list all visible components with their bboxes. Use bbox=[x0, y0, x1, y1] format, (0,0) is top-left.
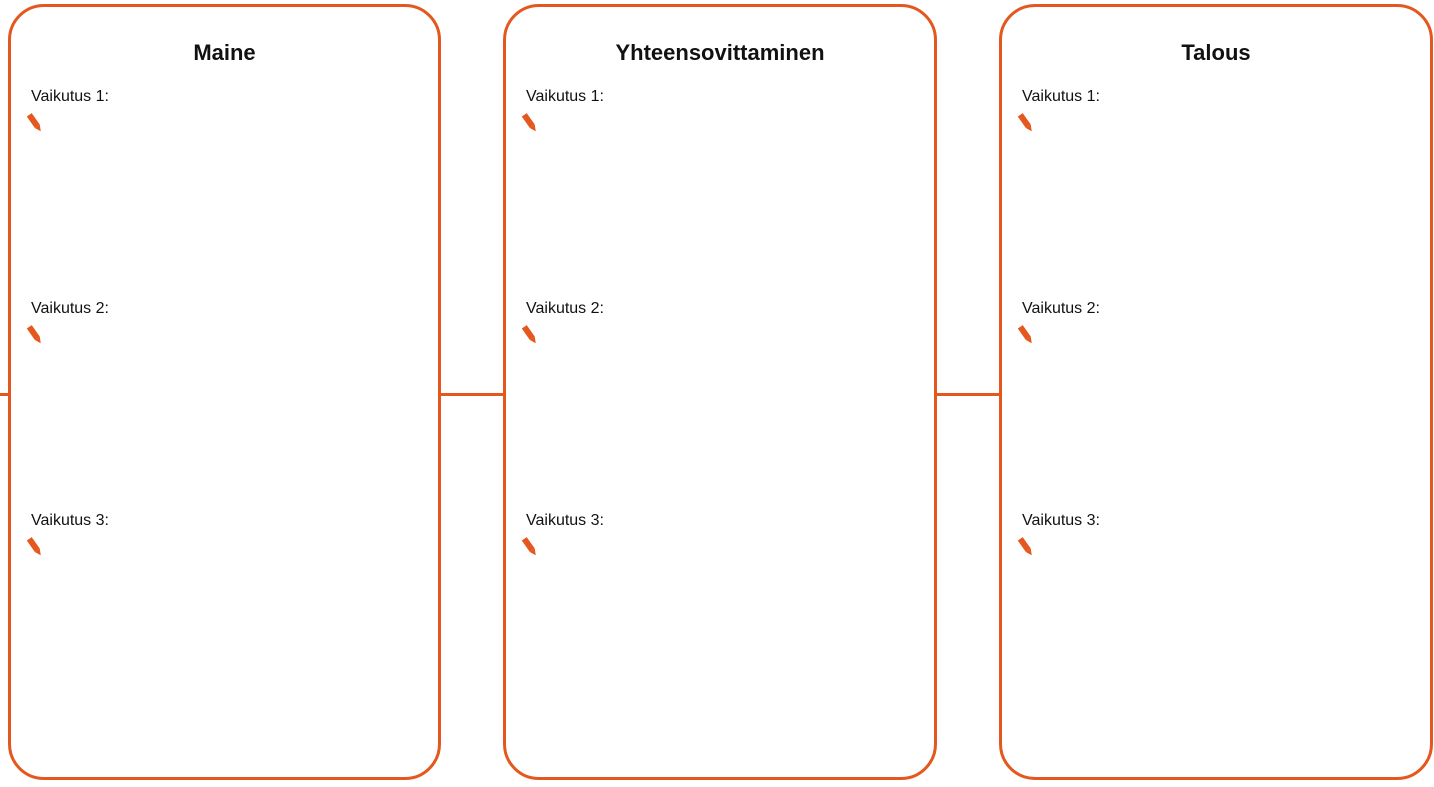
impact-field-1: Vaikutus 1: bbox=[521, 87, 914, 135]
impact-label: Vaikutus 2: bbox=[31, 300, 109, 317]
impact-label: Vaikutus 1: bbox=[526, 88, 604, 105]
pencil-icon[interactable] bbox=[25, 111, 45, 135]
pencil-icon[interactable] bbox=[520, 323, 540, 347]
impact-field-2: Vaikutus 2: bbox=[1017, 299, 1410, 347]
pencil-icon[interactable] bbox=[1016, 323, 1036, 347]
pencil-icon[interactable] bbox=[25, 323, 45, 347]
impact-field-3: Vaikutus 3: bbox=[1017, 511, 1410, 559]
card-maine: Maine Vaikutus 1: Vaikutus 2: Vaikutus 3… bbox=[8, 4, 441, 780]
card-title: Talous bbox=[1181, 40, 1251, 65]
card-title: Maine bbox=[193, 40, 256, 65]
impact-label: Vaikutus 2: bbox=[1022, 300, 1100, 317]
connector-line-2-3 bbox=[936, 393, 1000, 396]
connector-line-1-2 bbox=[440, 393, 504, 396]
connector-line-left bbox=[0, 393, 9, 396]
impact-field-2: Vaikutus 2: bbox=[521, 299, 914, 347]
impact-label: Vaikutus 2: bbox=[526, 300, 604, 317]
impact-label: Vaikutus 3: bbox=[31, 512, 109, 529]
pencil-icon[interactable] bbox=[1016, 111, 1036, 135]
impact-label: Vaikutus 1: bbox=[31, 88, 109, 105]
impact-field-3: Vaikutus 3: bbox=[521, 511, 914, 559]
card-talous: Talous Vaikutus 1: Vaikutus 2: Vaikutus … bbox=[999, 4, 1433, 780]
impact-label: Vaikutus 3: bbox=[1022, 512, 1100, 529]
impact-label: Vaikutus 1: bbox=[1022, 88, 1100, 105]
card-title: Yhteensovittaminen bbox=[615, 40, 825, 65]
card-yhteensovittaminen: Yhteensovittaminen Vaikutus 1: Vaikutus … bbox=[503, 4, 937, 780]
impact-field-1: Vaikutus 1: bbox=[26, 87, 418, 135]
impact-field-3: Vaikutus 3: bbox=[26, 511, 418, 559]
pencil-icon[interactable] bbox=[25, 535, 45, 559]
pencil-icon[interactable] bbox=[520, 111, 540, 135]
pencil-icon[interactable] bbox=[1016, 535, 1036, 559]
impact-field-2: Vaikutus 2: bbox=[26, 299, 418, 347]
impact-field-1: Vaikutus 1: bbox=[1017, 87, 1410, 135]
impact-label: Vaikutus 3: bbox=[526, 512, 604, 529]
pencil-icon[interactable] bbox=[520, 535, 540, 559]
